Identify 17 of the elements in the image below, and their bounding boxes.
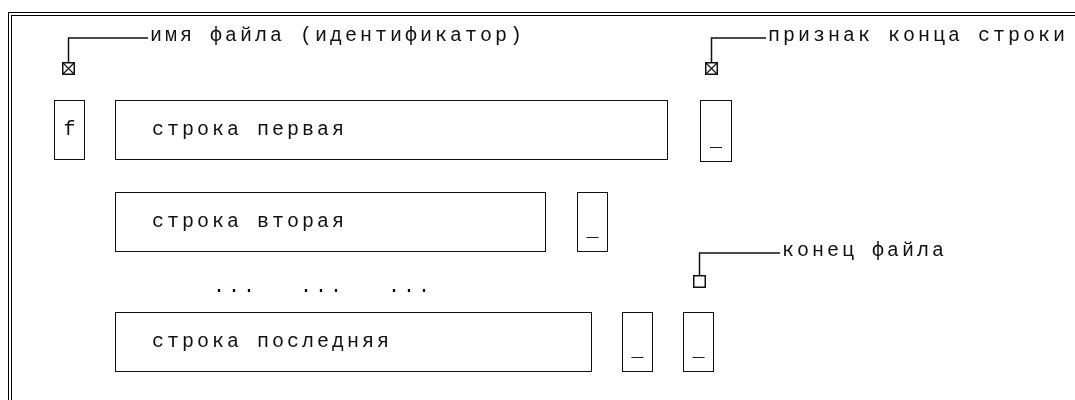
leader-line: [710, 37, 767, 63]
callout-text: конец файла: [782, 239, 948, 267]
leader-line: [67, 37, 149, 63]
ellipsis-text: ...: [213, 275, 258, 298]
square-marker: [693, 275, 706, 288]
callout-text: признак конца строки: [768, 24, 1069, 52]
symbol-box: _: [683, 312, 714, 372]
callout-text: имя файла (идентификатор): [150, 24, 526, 52]
ellipsis-text: ...: [388, 275, 433, 298]
crossed-marker: [705, 62, 718, 75]
crossed-marker: [62, 62, 75, 75]
symbol-box: _: [577, 192, 608, 252]
symbol-box: _: [700, 100, 732, 162]
symbol-box: _: [622, 312, 653, 372]
ellipsis-text: ...: [300, 275, 345, 298]
symbol-box: f: [54, 100, 85, 160]
leader-line: [698, 252, 781, 276]
